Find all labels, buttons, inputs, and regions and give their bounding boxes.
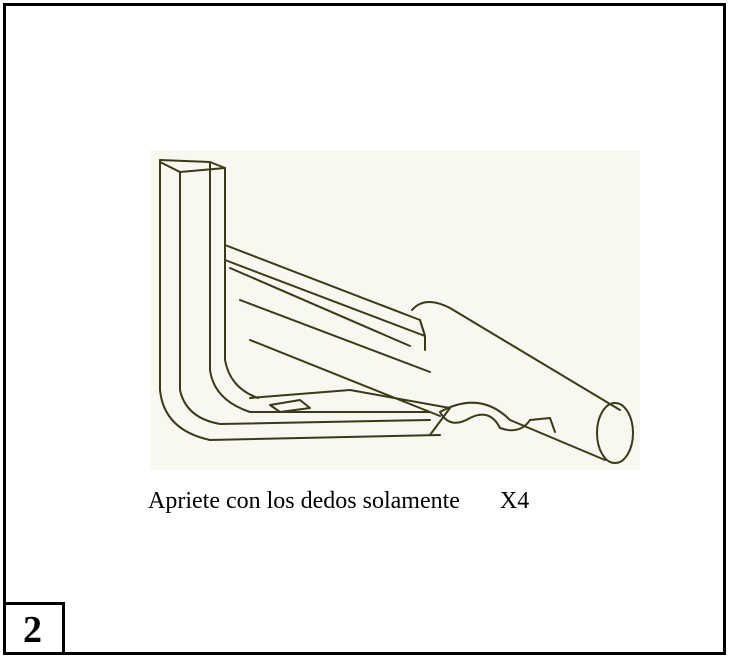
step-number: 2 bbox=[23, 609, 42, 651]
step-number-badge: 2 bbox=[3, 602, 65, 655]
quantity-label: X4 bbox=[499, 488, 530, 514]
bracket-rail-assembly-illustration bbox=[150, 150, 640, 470]
instruction-caption: Apriete con los dedos solamente X4 bbox=[148, 488, 529, 515]
caption-text: Apriete con los dedos solamente bbox=[148, 488, 460, 514]
